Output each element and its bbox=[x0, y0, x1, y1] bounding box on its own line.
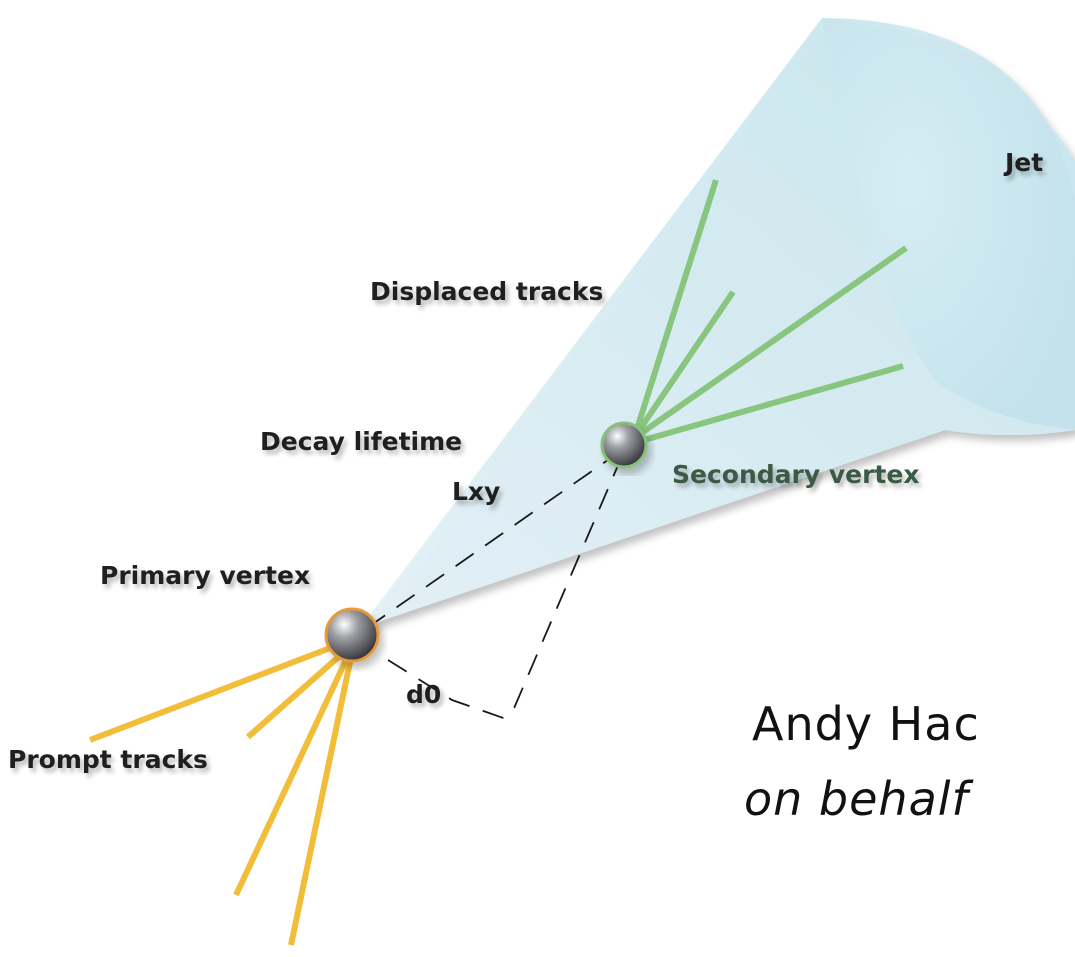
displaced-track bbox=[633, 179, 719, 433]
primary-vertex-label: Primary vertex bbox=[100, 561, 311, 590]
decay-lifetime-label: Decay lifetime bbox=[260, 427, 463, 456]
primary-vertex-sphere-icon bbox=[324, 607, 380, 663]
displaced-tracks-label: Displaced tracks bbox=[370, 277, 604, 306]
prompt-tracks-label: Prompt tracks bbox=[8, 745, 208, 774]
lxy-line bbox=[366, 447, 626, 629]
prompt-track bbox=[288, 661, 353, 946]
dashed-lines bbox=[366, 447, 626, 721]
d0-projection-line bbox=[508, 455, 623, 721]
prompt-track bbox=[246, 649, 346, 740]
displaced-tracks bbox=[633, 179, 908, 443]
secondary-vertex-sphere-icon bbox=[600, 421, 648, 469]
prompt-track bbox=[88, 642, 340, 743]
d0-line bbox=[387, 659, 510, 721]
lxy-label: Lxy bbox=[452, 477, 501, 506]
author-caption: Andy Hac bbox=[752, 697, 980, 751]
secondary-vertex-label: Secondary vertex bbox=[672, 460, 920, 489]
displaced-track bbox=[643, 363, 904, 443]
d0-label: d0 bbox=[406, 680, 442, 709]
displaced-track bbox=[638, 245, 908, 437]
jet-cone bbox=[360, 18, 1075, 628]
jet-cone-cap bbox=[822, 18, 1075, 430]
prompt-tracks bbox=[88, 642, 353, 946]
on-behalf-caption: on behalf bbox=[744, 772, 969, 826]
jet-label: Jet bbox=[1005, 148, 1044, 177]
displaced-track bbox=[635, 290, 736, 434]
prompt-track bbox=[233, 658, 349, 897]
